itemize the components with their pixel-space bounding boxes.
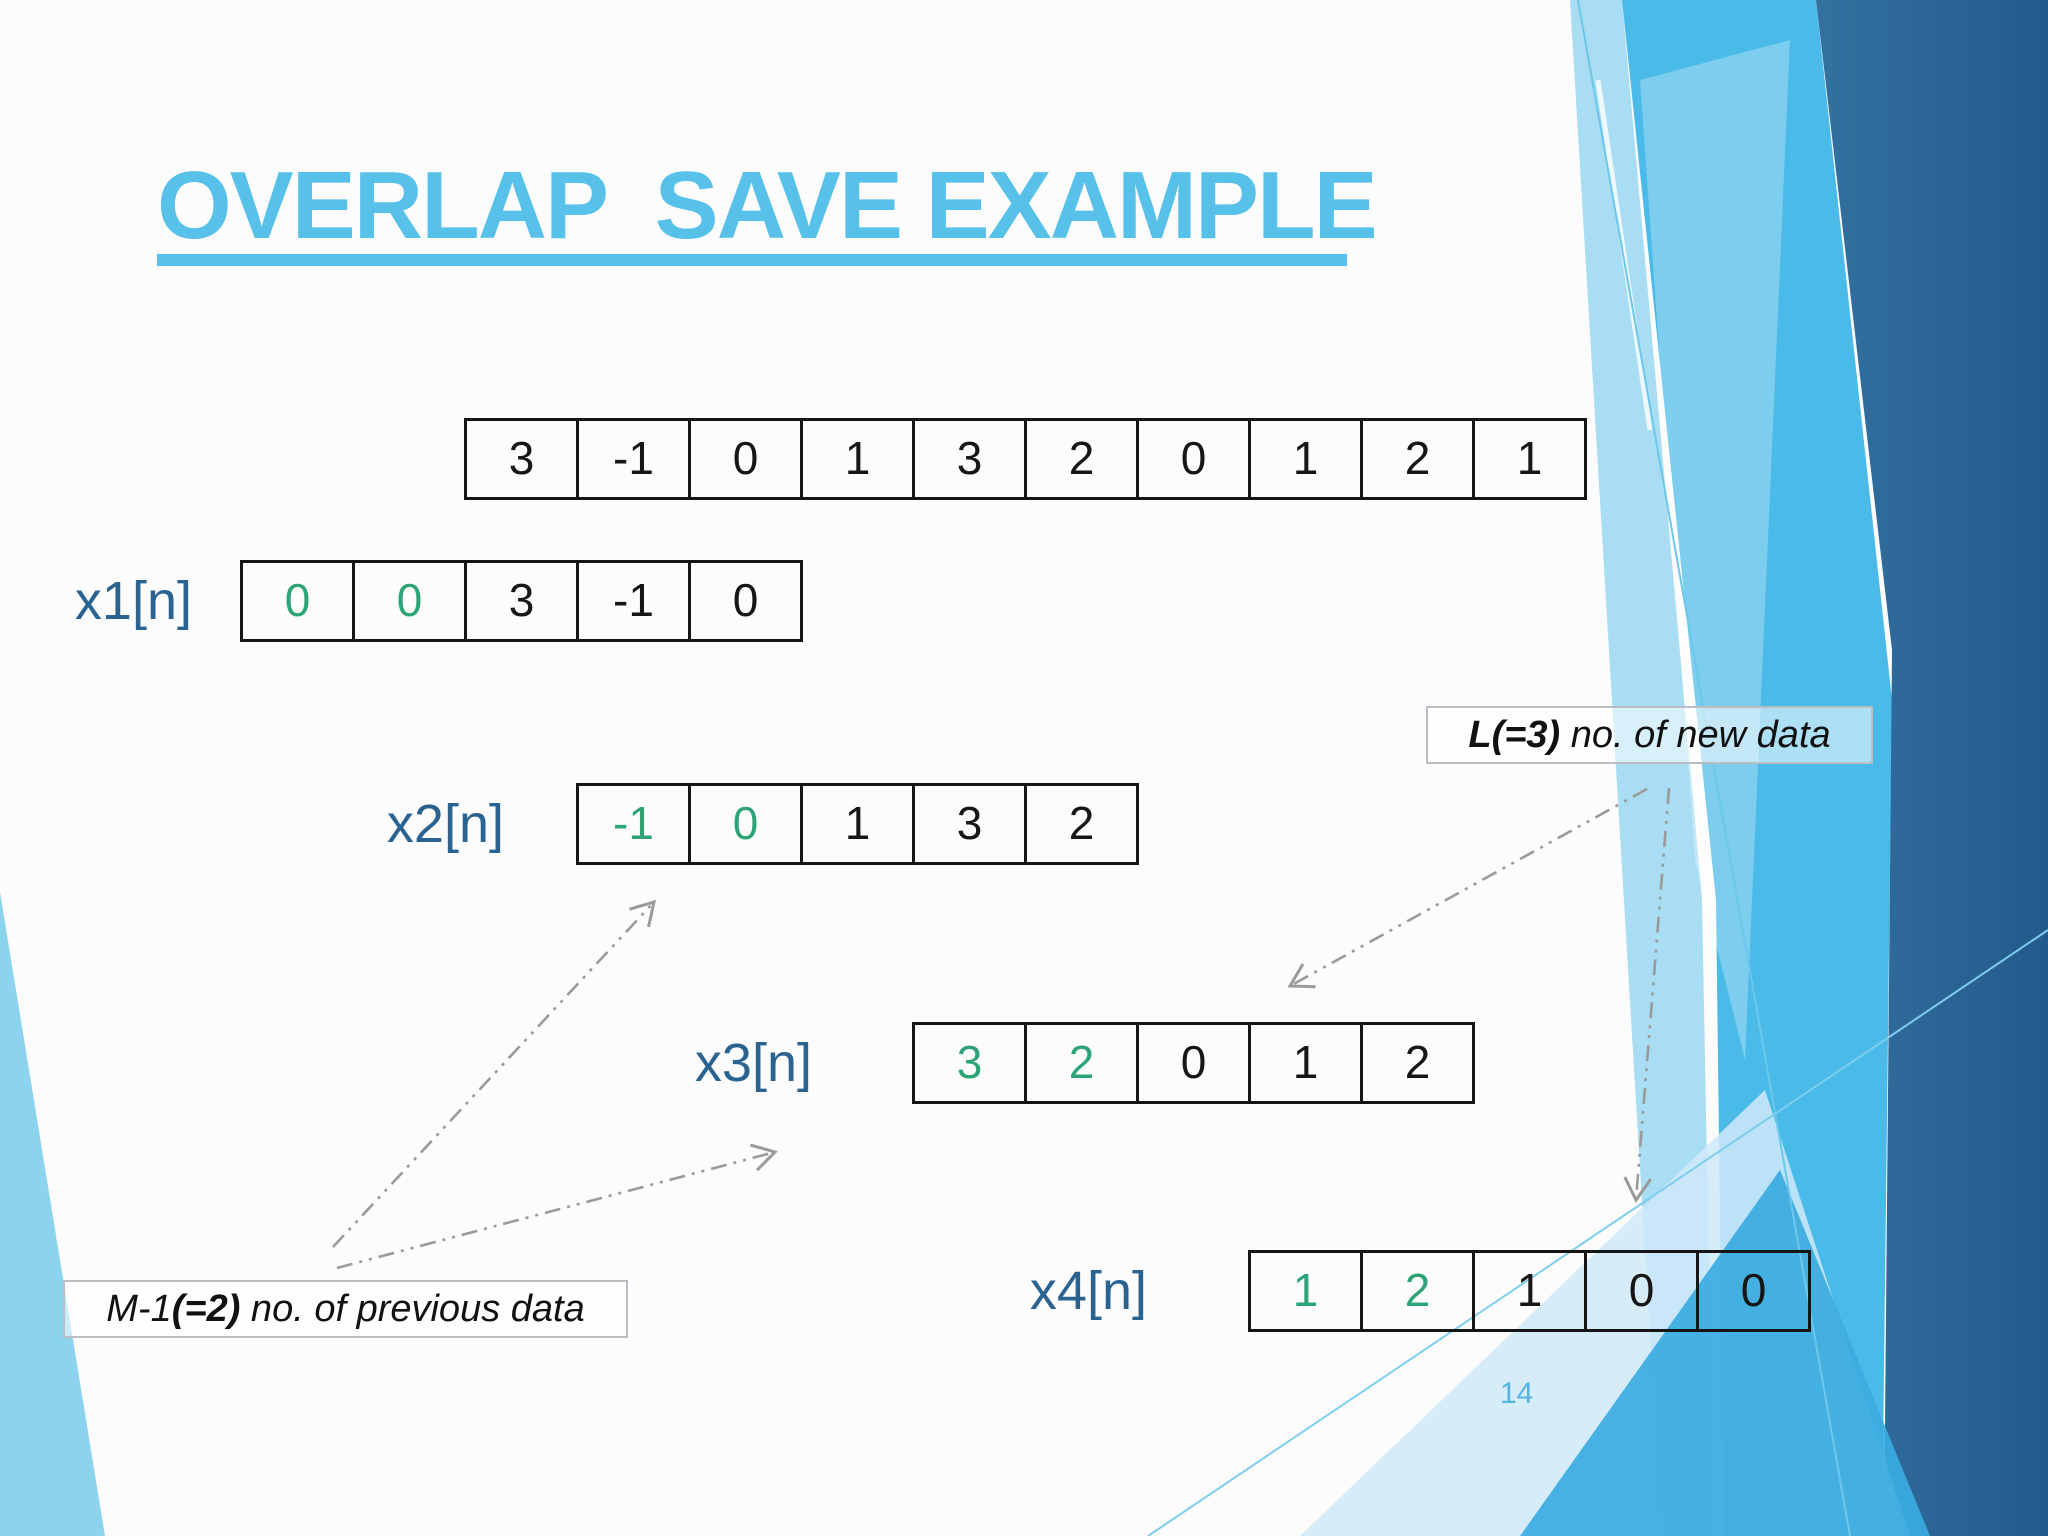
array-cell-x2-2: 1	[800, 783, 915, 865]
array-cell-input-8: 2	[1360, 418, 1475, 500]
page-number: 14	[1500, 1377, 1534, 1410]
array-cell-input-3: 1	[800, 418, 915, 500]
array-cell-x4-3: 0	[1584, 1250, 1699, 1332]
array-cell-x1-1: 0	[352, 560, 467, 642]
new-data-callout-text: no. of new data	[1560, 713, 1831, 756]
array-cell-x3-3: 1	[1248, 1022, 1363, 1104]
x1-label: x1[n]	[74, 571, 192, 631]
array-cell-x1-0: 0	[240, 560, 355, 642]
title-underline-bar	[157, 254, 1347, 266]
x3-label: x3[n]	[694, 1033, 812, 1093]
array-cell-x2-0: -1	[576, 783, 691, 865]
slide-title: OVERLAP SAVE EXAMPLE	[157, 152, 1378, 259]
array-cell-x3-4: 2	[1360, 1022, 1475, 1104]
array-cell-x3-2: 0	[1136, 1022, 1251, 1104]
x4-label: x4[n]	[1029, 1261, 1147, 1321]
previous-data-callout-text: no. of previous data	[240, 1287, 585, 1330]
array-cell-input-1: -1	[576, 418, 691, 500]
array-cell-x3-1: 2	[1024, 1022, 1139, 1104]
array-cell-input-9: 1	[1472, 418, 1587, 500]
array-cell-x4-4: 0	[1696, 1250, 1811, 1332]
new-data-callout: L(=3) no. of new data	[1426, 706, 1873, 764]
array-cell-x2-3: 3	[912, 783, 1027, 865]
array-cell-x4-2: 1	[1472, 1250, 1587, 1332]
previous-data-callout-pre: M-1	[106, 1287, 172, 1330]
array-cell-input-6: 0	[1136, 418, 1251, 500]
array-cell-x4-1: 2	[1360, 1250, 1475, 1332]
previous-data-callout-bold: (=2)	[171, 1287, 241, 1330]
array-cell-input-7: 1	[1248, 418, 1363, 500]
array-cell-x2-4: 2	[1024, 783, 1139, 865]
previous-data-callout: M-1(=2) no. of previous data	[63, 1280, 628, 1338]
array-cell-input-5: 2	[1024, 418, 1139, 500]
array-cell-x1-2: 3	[464, 560, 579, 642]
array-cell-input-2: 0	[688, 418, 803, 500]
array-cell-x4-0: 1	[1248, 1250, 1363, 1332]
array-cell-x3-0: 3	[912, 1022, 1027, 1104]
new-data-callout-bold: L(=3)	[1468, 713, 1561, 756]
array-cell-input-0: 3	[464, 418, 579, 500]
array-cell-input-4: 3	[912, 418, 1027, 500]
x2-label: x2[n]	[386, 794, 504, 854]
array-cell-x1-3: -1	[576, 560, 691, 642]
array-cell-x2-1: 0	[688, 783, 803, 865]
array-cell-x1-4: 0	[688, 560, 803, 642]
